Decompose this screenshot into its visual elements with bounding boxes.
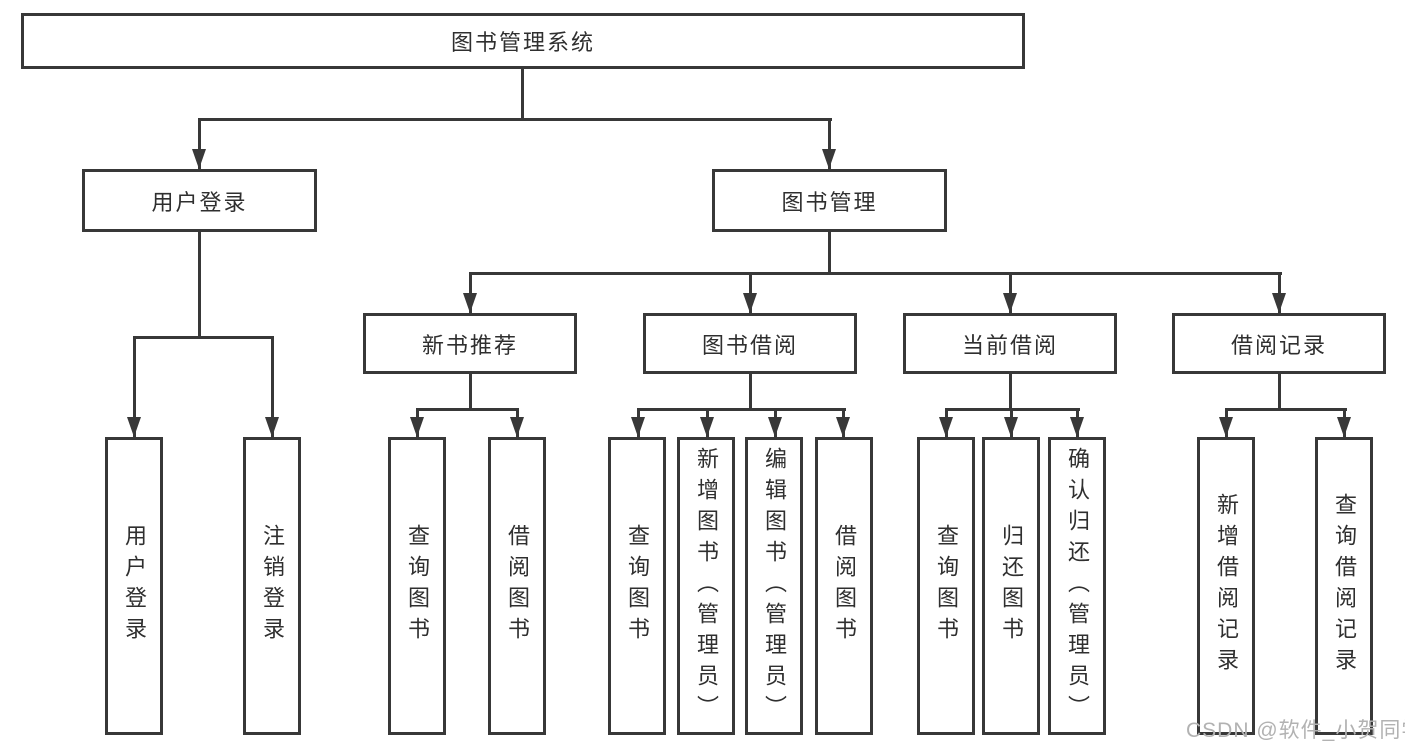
leaf-label: 新增借阅记录 bbox=[1214, 493, 1239, 679]
leaf-label: 借阅图书 bbox=[505, 524, 530, 648]
node-label: 新书推荐 bbox=[421, 332, 518, 358]
leaf-user-login: 用户登录 bbox=[105, 437, 163, 735]
arrow-down-icon bbox=[836, 417, 850, 437]
connector-line bbox=[469, 374, 472, 408]
arrow-down-icon bbox=[1337, 417, 1351, 437]
connector-line bbox=[198, 232, 201, 336]
arrow-down-icon bbox=[510, 417, 524, 437]
leaf-label: 查询图书 bbox=[934, 524, 959, 648]
connector-line bbox=[198, 118, 201, 169]
leaf-query-books-current: 查询图书 bbox=[917, 437, 975, 735]
leaf-edit-book-admin: 编辑图书（管理员） bbox=[745, 437, 803, 735]
node-label: 图书管理 bbox=[781, 189, 878, 215]
node-user-login: 用户登录 bbox=[82, 169, 317, 232]
node-label: 借阅记录 bbox=[1230, 332, 1327, 358]
arrow-down-icon bbox=[1004, 417, 1018, 437]
leaf-label: 查询图书 bbox=[405, 524, 430, 648]
connector-line bbox=[469, 272, 472, 313]
arrow-down-icon bbox=[1003, 293, 1017, 313]
node-book-management: 图书管理 bbox=[712, 169, 947, 232]
arrow-down-icon bbox=[822, 149, 836, 169]
arrow-down-icon bbox=[127, 417, 141, 437]
connector-line bbox=[828, 232, 831, 272]
leaf-confirm-return-admin: 确认归还（管理员） bbox=[1048, 437, 1106, 735]
connector-line bbox=[828, 118, 831, 169]
leaf-add-book-admin: 新增图书（管理员） bbox=[677, 437, 735, 735]
leaf-borrow-books: 借阅图书 bbox=[815, 437, 873, 735]
connector-line bbox=[133, 336, 274, 339]
leaf-label: 确认归还（管理员） bbox=[1065, 446, 1090, 726]
arrow-down-icon bbox=[1219, 417, 1233, 437]
arrow-down-icon bbox=[192, 149, 206, 169]
leaf-borrow-books-recommend: 借阅图书 bbox=[488, 437, 546, 735]
node-library-system: 图书管理系统 bbox=[21, 13, 1025, 69]
leaf-query-books-borrow: 查询图书 bbox=[608, 437, 666, 735]
arrow-down-icon bbox=[768, 417, 782, 437]
node-label: 图书管理系统 bbox=[450, 30, 595, 55]
node-current-borrowing: 当前借阅 bbox=[903, 313, 1117, 374]
leaf-query-borrow-record: 查询借阅记录 bbox=[1315, 437, 1373, 735]
leaf-label: 注销登录 bbox=[260, 524, 285, 648]
arrow-down-icon bbox=[631, 417, 645, 437]
connector-line bbox=[521, 69, 524, 118]
arrow-down-icon bbox=[1070, 417, 1084, 437]
leaf-label: 查询图书 bbox=[625, 524, 650, 648]
arrow-down-icon bbox=[410, 417, 424, 437]
arrow-down-icon bbox=[265, 417, 279, 437]
arrow-down-icon bbox=[463, 293, 477, 313]
leaf-return-book: 归还图书 bbox=[982, 437, 1040, 735]
leaf-query-books-recommend: 查询图书 bbox=[388, 437, 446, 735]
connector-line bbox=[198, 118, 832, 121]
connector-line bbox=[749, 374, 752, 408]
leaf-logout: 注销登录 bbox=[243, 437, 301, 735]
connector-line bbox=[1278, 374, 1281, 408]
csdn-watermark: CSDN @软件_小贺同学 bbox=[1186, 719, 1405, 742]
node-new-book-recommend: 新书推荐 bbox=[363, 313, 577, 374]
node-book-borrowing: 图书借阅 bbox=[643, 313, 857, 374]
arrow-down-icon bbox=[939, 417, 953, 437]
leaf-label: 查询借阅记录 bbox=[1332, 493, 1357, 679]
connector-line bbox=[1225, 408, 1347, 411]
connector-line bbox=[1278, 272, 1281, 313]
connector-line bbox=[416, 408, 519, 411]
leaf-label: 新增图书（管理员） bbox=[694, 446, 719, 726]
arrow-down-icon bbox=[700, 417, 714, 437]
leaf-label: 用户登录 bbox=[122, 524, 147, 648]
connector-line bbox=[749, 272, 752, 313]
connector-line bbox=[1009, 272, 1012, 313]
node-borrowing-records: 借阅记录 bbox=[1172, 313, 1386, 374]
leaf-label: 归还图书 bbox=[999, 524, 1024, 648]
arrow-down-icon bbox=[1272, 293, 1286, 313]
arrow-down-icon bbox=[743, 293, 757, 313]
node-label: 当前借阅 bbox=[961, 332, 1058, 358]
connector-line bbox=[637, 408, 846, 411]
connector-line bbox=[1009, 374, 1012, 408]
connector-line bbox=[469, 272, 1282, 275]
connector-line bbox=[271, 336, 274, 437]
leaf-add-borrow-record: 新增借阅记录 bbox=[1197, 437, 1255, 735]
leaf-label: 借阅图书 bbox=[832, 524, 857, 648]
leaf-label: 编辑图书（管理员） bbox=[762, 446, 787, 726]
connector-line bbox=[133, 336, 136, 437]
node-label: 用户登录 bbox=[151, 189, 248, 215]
node-label: 图书借阅 bbox=[701, 332, 798, 358]
